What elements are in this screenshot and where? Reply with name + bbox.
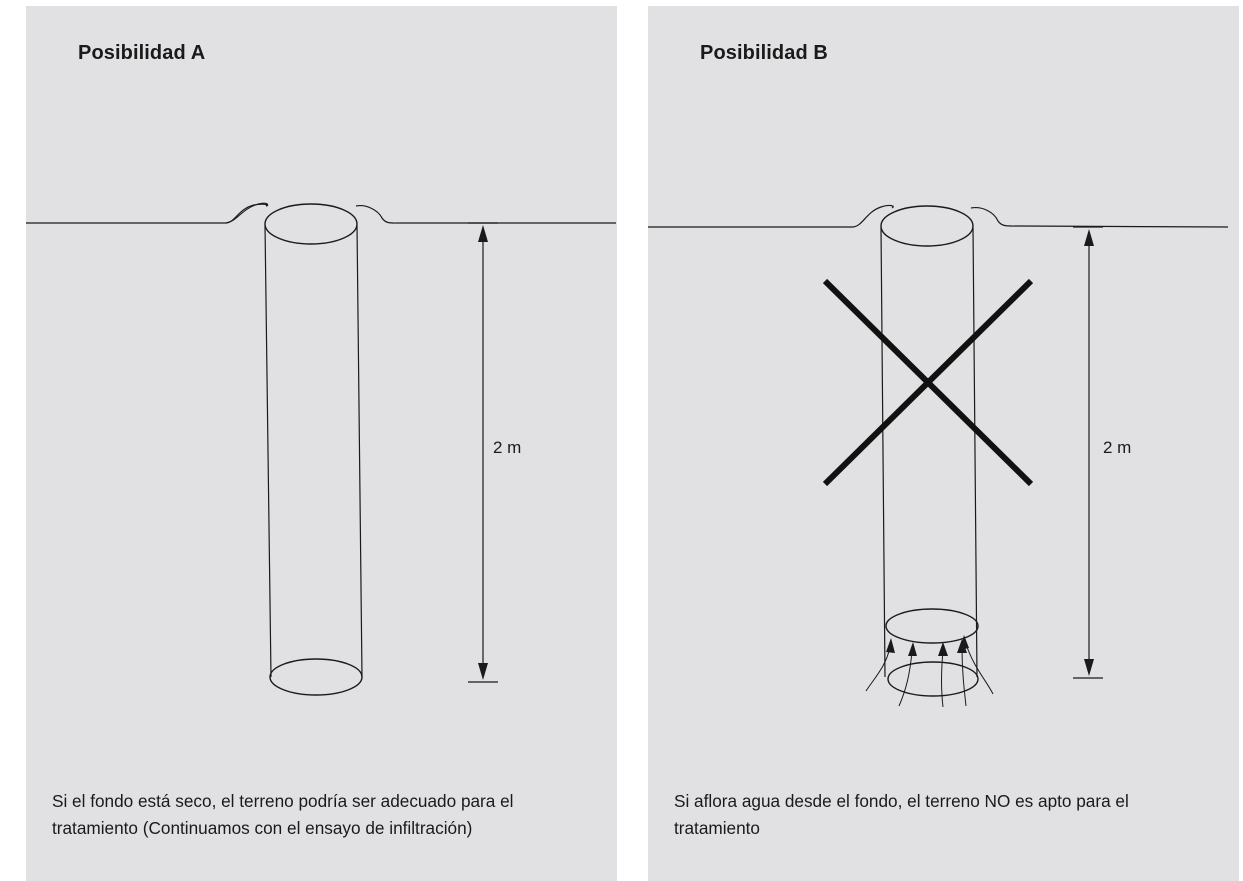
dimension-arrow-up <box>1084 229 1094 246</box>
pit-wall-left <box>880 226 886 678</box>
pit-wall-right <box>972 226 978 678</box>
pit-bottom <box>887 661 979 697</box>
pit-diagram-water <box>648 204 1229 708</box>
pit-wall-left <box>264 224 272 678</box>
panel-title: Posibilidad B <box>700 42 828 64</box>
ground-line <box>648 204 1229 228</box>
dimension-arrow-up <box>478 225 488 242</box>
depth-dimension-label: 2 m <box>493 438 522 457</box>
panel-possibility-b: Posibilidad B <box>648 6 1239 881</box>
panel-caption: Si el fondo está seco, el terreno podría… <box>52 791 514 838</box>
panel-title: Posibilidad A <box>78 42 206 64</box>
water-level <box>885 608 979 644</box>
pit-wall-right <box>356 224 363 678</box>
pit-dry-bottom <box>269 658 363 696</box>
pit-top-opening <box>880 205 974 247</box>
ground-line <box>26 203 616 224</box>
dimension-arrow-down <box>1084 659 1094 676</box>
panel-possibility-a: Posibilidad A 2 m Si el fondo está seco,… <box>26 6 617 881</box>
pit-diagram-dry <box>26 202 616 696</box>
depth-dimension-label: 2 m <box>1103 438 1132 457</box>
water-upwelling-arrows <box>865 643 994 708</box>
arrowheads <box>886 635 969 656</box>
not-suitable-cross-icon <box>822 278 1034 487</box>
panel-caption: Si aflora agua desde el fondo, el terren… <box>674 791 1129 838</box>
dimension-arrow-down <box>478 663 488 680</box>
pit-top-opening <box>264 203 358 245</box>
mound-left <box>225 202 269 224</box>
